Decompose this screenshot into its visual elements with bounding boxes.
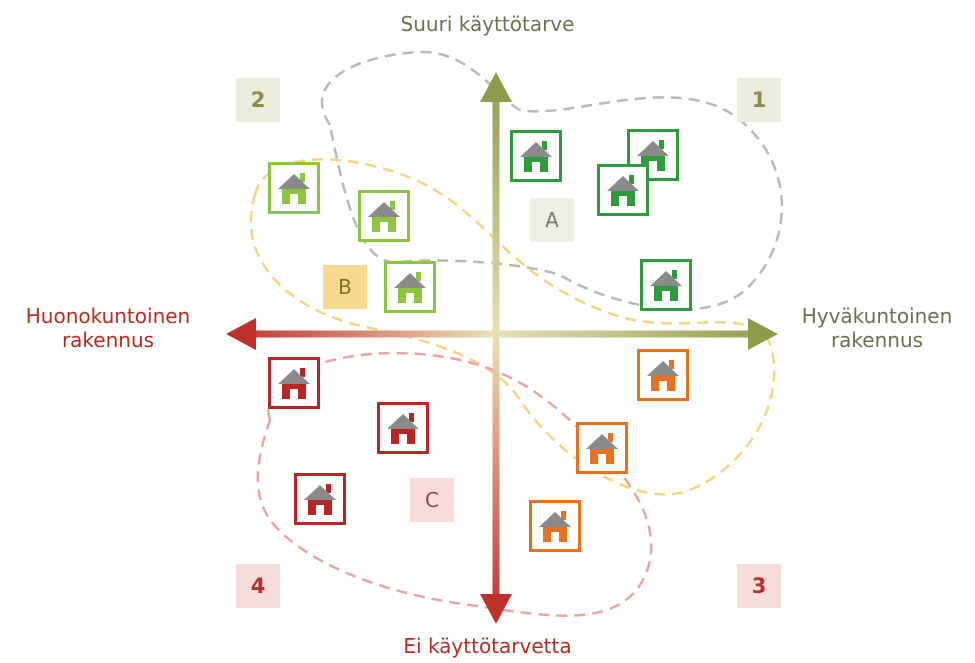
house-icon <box>640 259 692 311</box>
up-arrowhead-icon <box>480 72 512 102</box>
right-arrowhead-icon <box>748 318 778 350</box>
house-icon <box>268 357 320 409</box>
quadrant-3-badge: 3 <box>737 564 781 608</box>
house-icon <box>637 349 689 401</box>
axis-label-bottom: Ei käyttötarvetta <box>403 634 572 658</box>
quadrant-4-badge: 4 <box>236 564 280 608</box>
quadrant-2-badge: 2 <box>236 78 280 122</box>
axis-label-left: Huonokuntoinen rakennus <box>8 304 208 352</box>
house-icon <box>597 164 649 216</box>
house-icon <box>384 261 436 313</box>
house-icon <box>377 402 429 454</box>
house-icon <box>358 190 410 242</box>
down-arrowhead-icon <box>480 594 512 624</box>
axis-label-right-line1: Hyväkuntoinen <box>801 304 953 328</box>
zone-c-label: C <box>410 478 454 522</box>
zone-b-label: B <box>323 265 367 309</box>
axis-label-right-line2: rakennus <box>830 328 924 352</box>
cluster-a-outline <box>320 50 784 311</box>
axis-label-top: Suuri käyttötarve <box>400 12 575 36</box>
cluster-c-outline <box>256 351 653 617</box>
house-icon <box>294 473 346 525</box>
house-icon <box>510 130 562 182</box>
left-arrowhead-icon <box>226 318 256 350</box>
house-icon <box>576 422 628 474</box>
cluster-b-outline <box>249 158 776 496</box>
house-icon <box>529 500 581 552</box>
house-icon <box>268 162 320 214</box>
axis-label-right: Hyväkuntoinen rakennus <box>782 304 972 352</box>
axis-label-left-line1: Huonokuntoinen <box>25 304 191 328</box>
zone-a-label: A <box>530 198 574 242</box>
quadrant-1-badge: 1 <box>737 78 781 122</box>
houses-layer <box>268 129 692 552</box>
axis-label-left-line2: rakennus <box>61 328 155 352</box>
